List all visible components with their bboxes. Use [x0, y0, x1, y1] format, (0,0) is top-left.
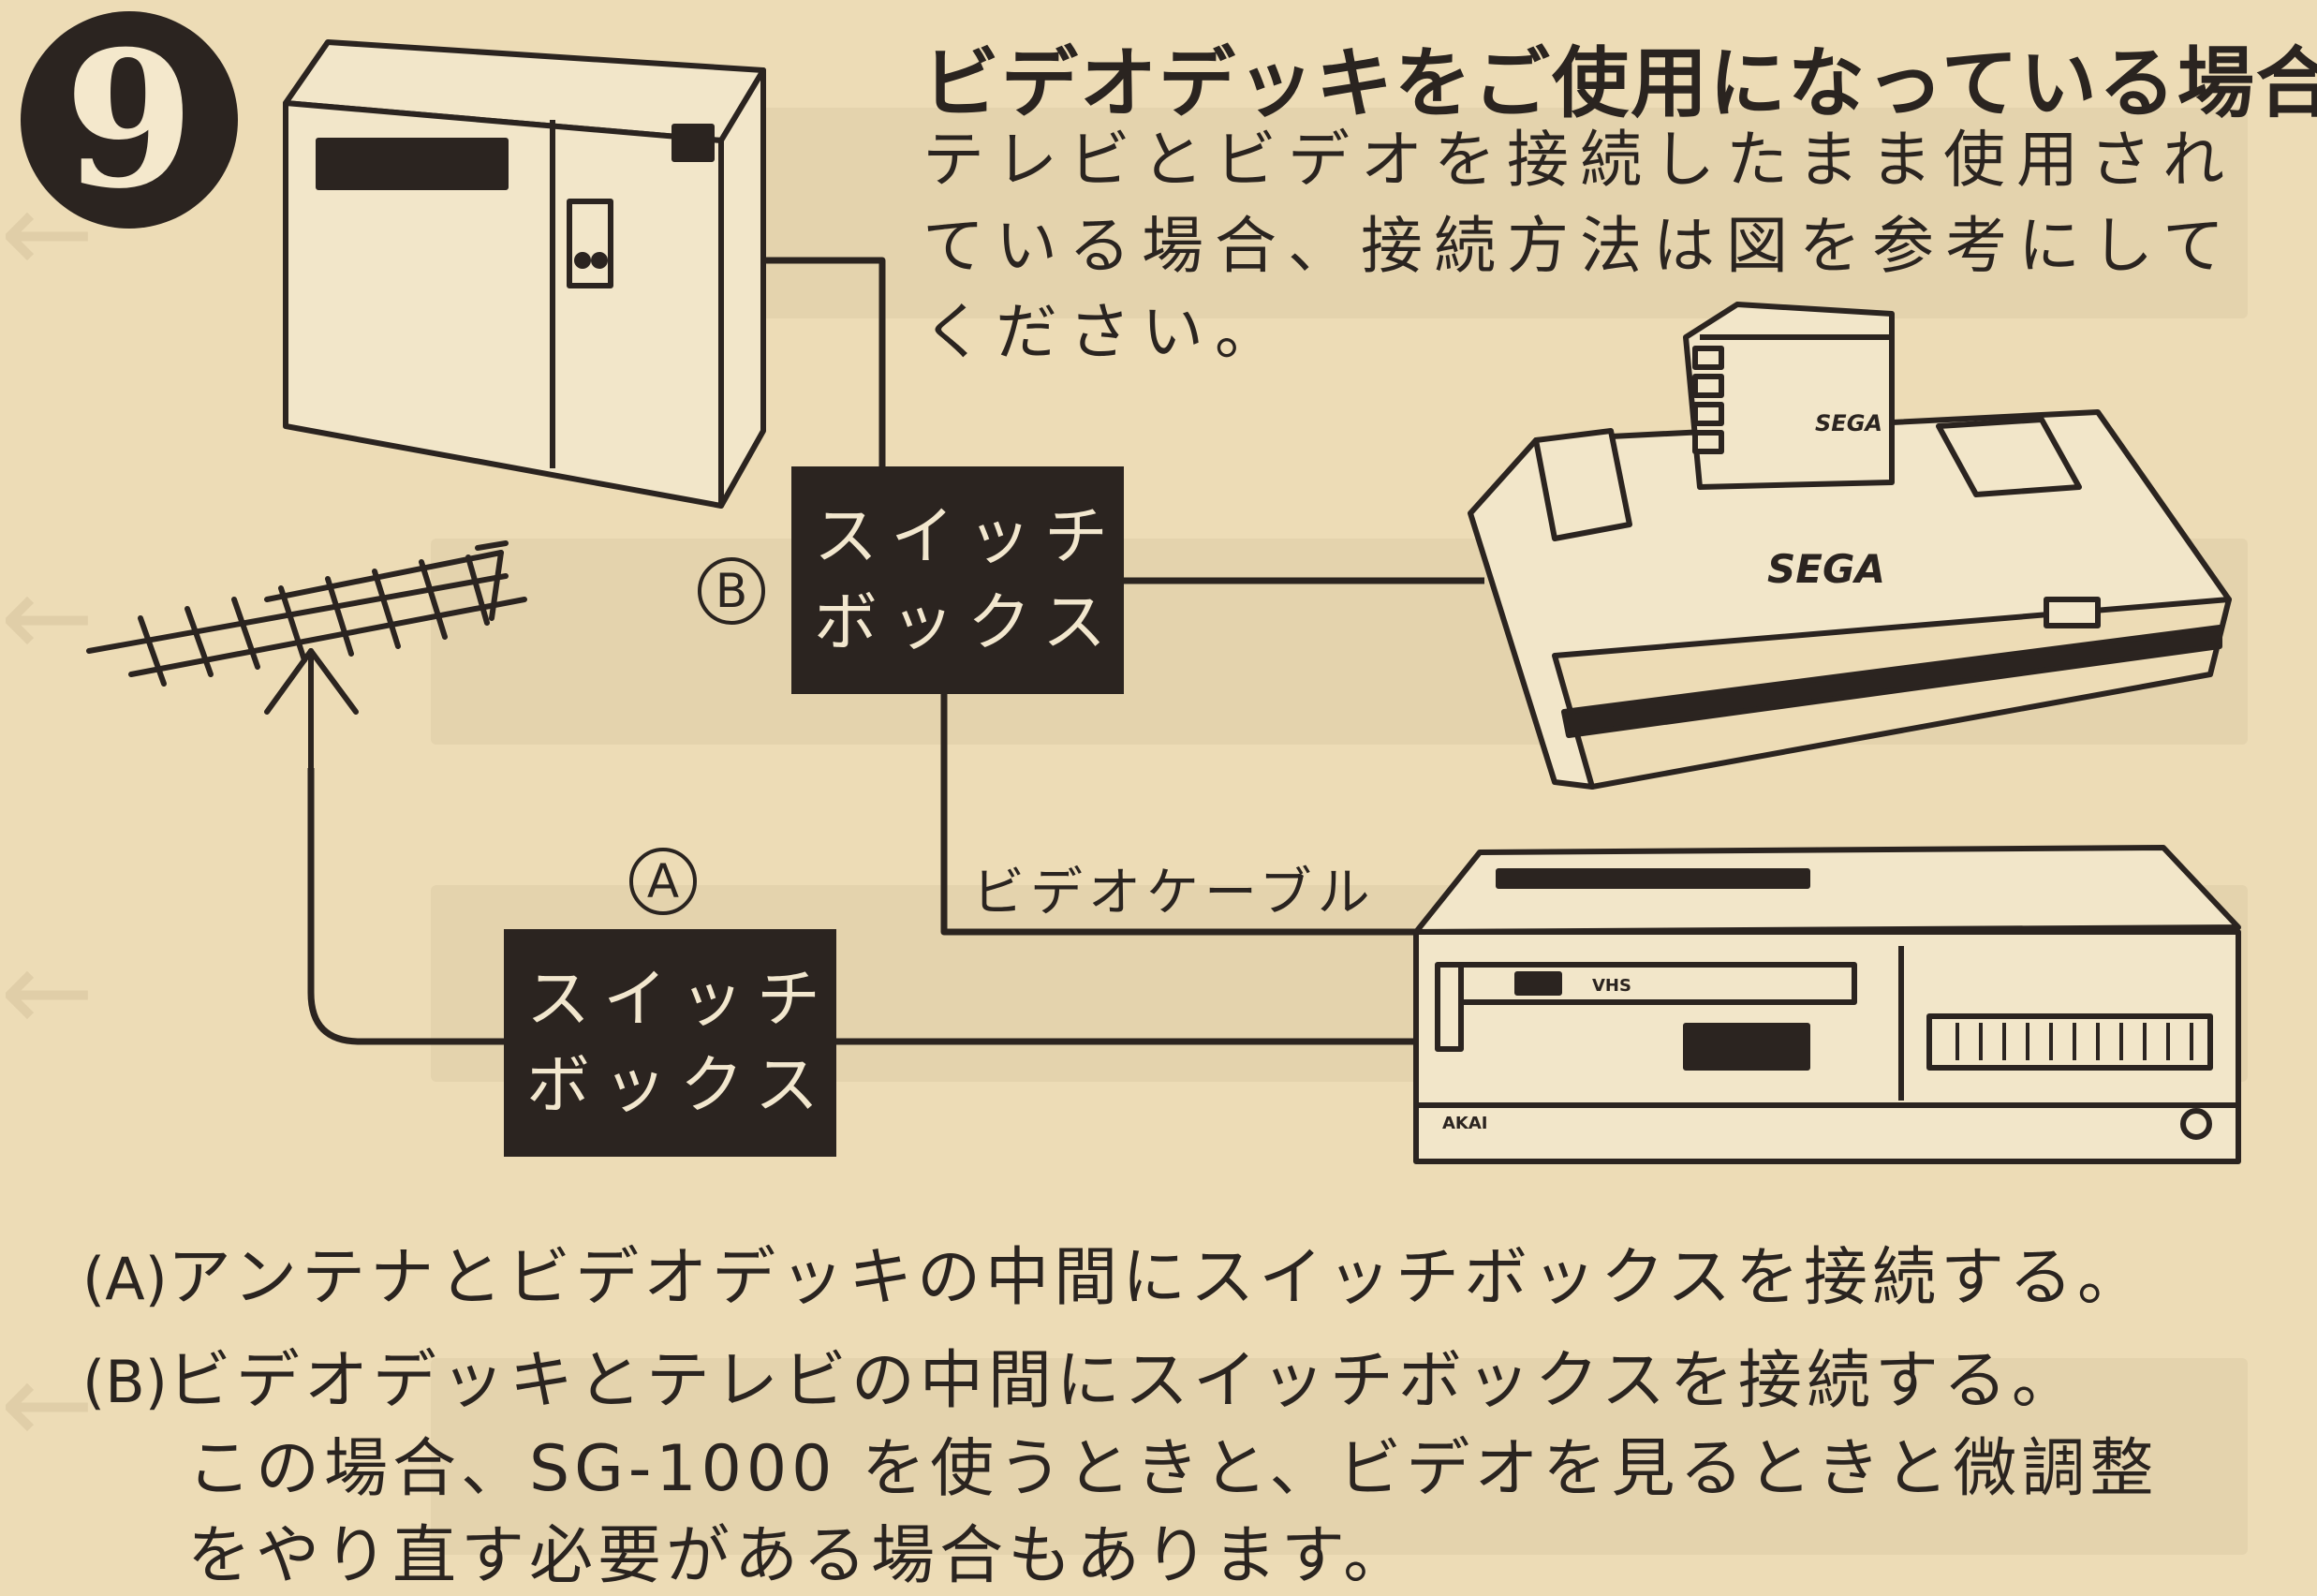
switch-box-label: ボックス — [814, 585, 1119, 660]
vcr-icon — [1413, 845, 2241, 1164]
vcr-badge: VHS — [1592, 976, 1631, 996]
marker-a: A — [629, 848, 697, 915]
intro-line: テレビとビデオを接続したまま使用され — [922, 124, 2236, 196]
switch-box-a: スイッチ ボックス — [504, 929, 836, 1157]
switch-box-label: スイッチ — [814, 499, 1122, 574]
intro-line: ている場合、接続方法は図を参考にして — [922, 210, 2236, 282]
vcr-brand: AKAI — [1442, 1114, 1488, 1133]
note-text: ビデオデッキとテレビの中間にスイッチボックスを接続する。 — [167, 1344, 2080, 1418]
page-title: ビデオデッキをご使用になっている場合 — [922, 39, 2317, 128]
switch-box-b: スイッチ ボックス — [791, 466, 1124, 694]
cartridge-logo: SEGA — [1815, 410, 1882, 436]
note-b: (B)ビデオデッキとテレビの中間にスイッチボックスを接続する。 — [82, 1328, 2080, 1421]
intro-text: テレビとビデオを接続したまま使用され ている場合、接続方法は図を参考にして くだ… — [922, 117, 2252, 376]
antenna-icon — [86, 540, 527, 771]
note-text: アンテナとビデオデッキの中間にスイッチボックスを接続する。 — [167, 1241, 2147, 1315]
vcr-key-ticks — [1955, 1023, 2193, 1060]
video-cable — [940, 694, 1416, 936]
note-marker: (A) — [82, 1245, 168, 1313]
note-a: (A)アンテナとビデオデッキの中間にスイッチボックスを接続する。 — [82, 1225, 2146, 1318]
switch-box-label: ボックス — [526, 1048, 832, 1123]
console-logo: SEGA — [1767, 546, 1885, 592]
switch-box-label: スイッチ — [526, 962, 834, 1037]
sega-console-icon — [1468, 302, 2232, 790]
ghost-band — [431, 1358, 2248, 1555]
note-marker: (B) — [82, 1348, 168, 1416]
section-number-badge: 9 — [21, 10, 238, 230]
note-b-continuation: をやり直す必要がある場合もあります。 — [187, 1519, 1412, 1593]
marker-b: B — [698, 557, 765, 625]
intro-line: ください。 — [922, 296, 1288, 368]
note-b-continuation: この場合、SG-1000 を使うときと、ビデオを見るときと微調整 — [187, 1432, 2159, 1506]
video-cable-label: ビデオケーブル — [972, 863, 1376, 924]
antenna-cable — [307, 768, 504, 1045]
television-icon — [283, 39, 766, 509]
